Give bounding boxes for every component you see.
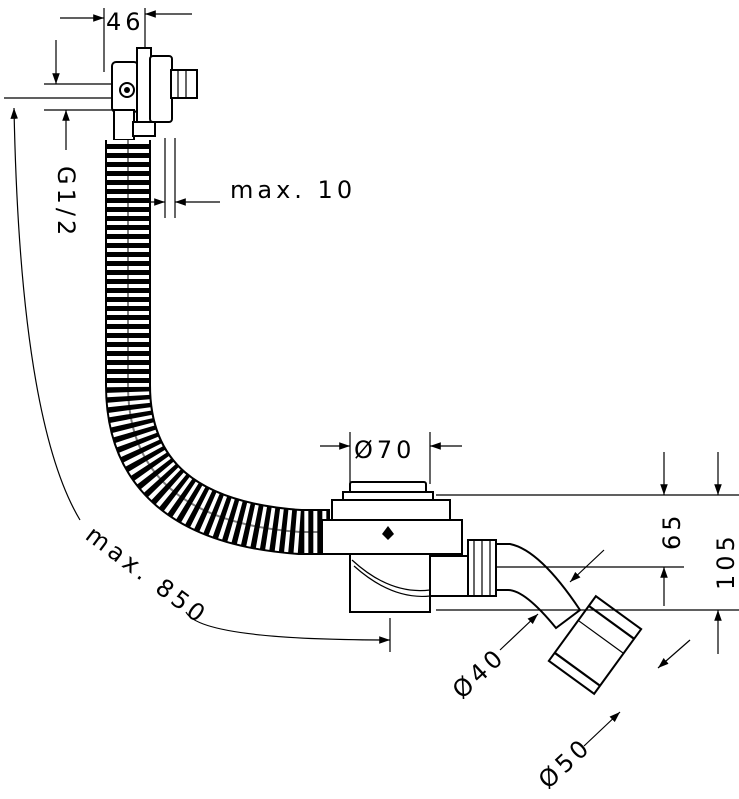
- dimension-max-10: max. 10: [150, 138, 356, 218]
- dimension-label-diameter-40: Ø40: [447, 642, 511, 704]
- dimension-label-g-thread: G1/2: [52, 166, 80, 239]
- waste-body: [321, 481, 497, 613]
- overflow-fitting: [111, 47, 198, 141]
- dimension-heights: 65 105: [436, 452, 739, 654]
- outlet-pipe: [495, 543, 643, 696]
- corrugated-hose: [105, 140, 330, 555]
- dimension-label-diameter-70: Ø70: [354, 436, 415, 464]
- dimension-label-diameter-50: Ø50: [533, 732, 597, 794]
- dimension-label-max-10: max. 10: [230, 176, 356, 204]
- dimension-g-thread: G1/2: [44, 40, 112, 239]
- dimension-label-46: 46: [106, 8, 145, 36]
- dimension-label-105: 105: [712, 532, 739, 590]
- dimension-diameter-70: Ø70: [320, 432, 462, 484]
- dimension-46: 46: [60, 8, 192, 72]
- dimension-label-max-850: max. 850: [80, 520, 213, 630]
- dimension-label-65: 65: [658, 511, 686, 550]
